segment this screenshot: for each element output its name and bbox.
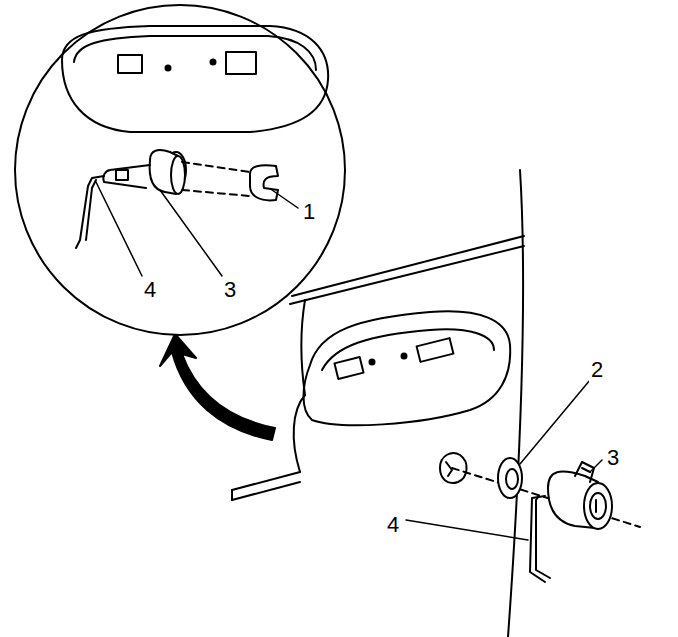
handle-recess — [304, 311, 511, 425]
lock-rod — [530, 496, 550, 582]
callout-number: 3 — [222, 278, 238, 302]
leader-lines — [96, 182, 602, 540]
view-arrow — [160, 334, 275, 440]
gasket — [498, 458, 522, 498]
callout-number: 3 — [605, 446, 621, 470]
detail-inset — [15, 5, 345, 335]
callout-number: 4 — [142, 278, 158, 302]
callout-number: 2 — [589, 358, 605, 382]
callout-number: 4 — [385, 513, 401, 537]
callout-number: 1 — [301, 200, 317, 224]
lock-cylinder — [548, 462, 612, 529]
